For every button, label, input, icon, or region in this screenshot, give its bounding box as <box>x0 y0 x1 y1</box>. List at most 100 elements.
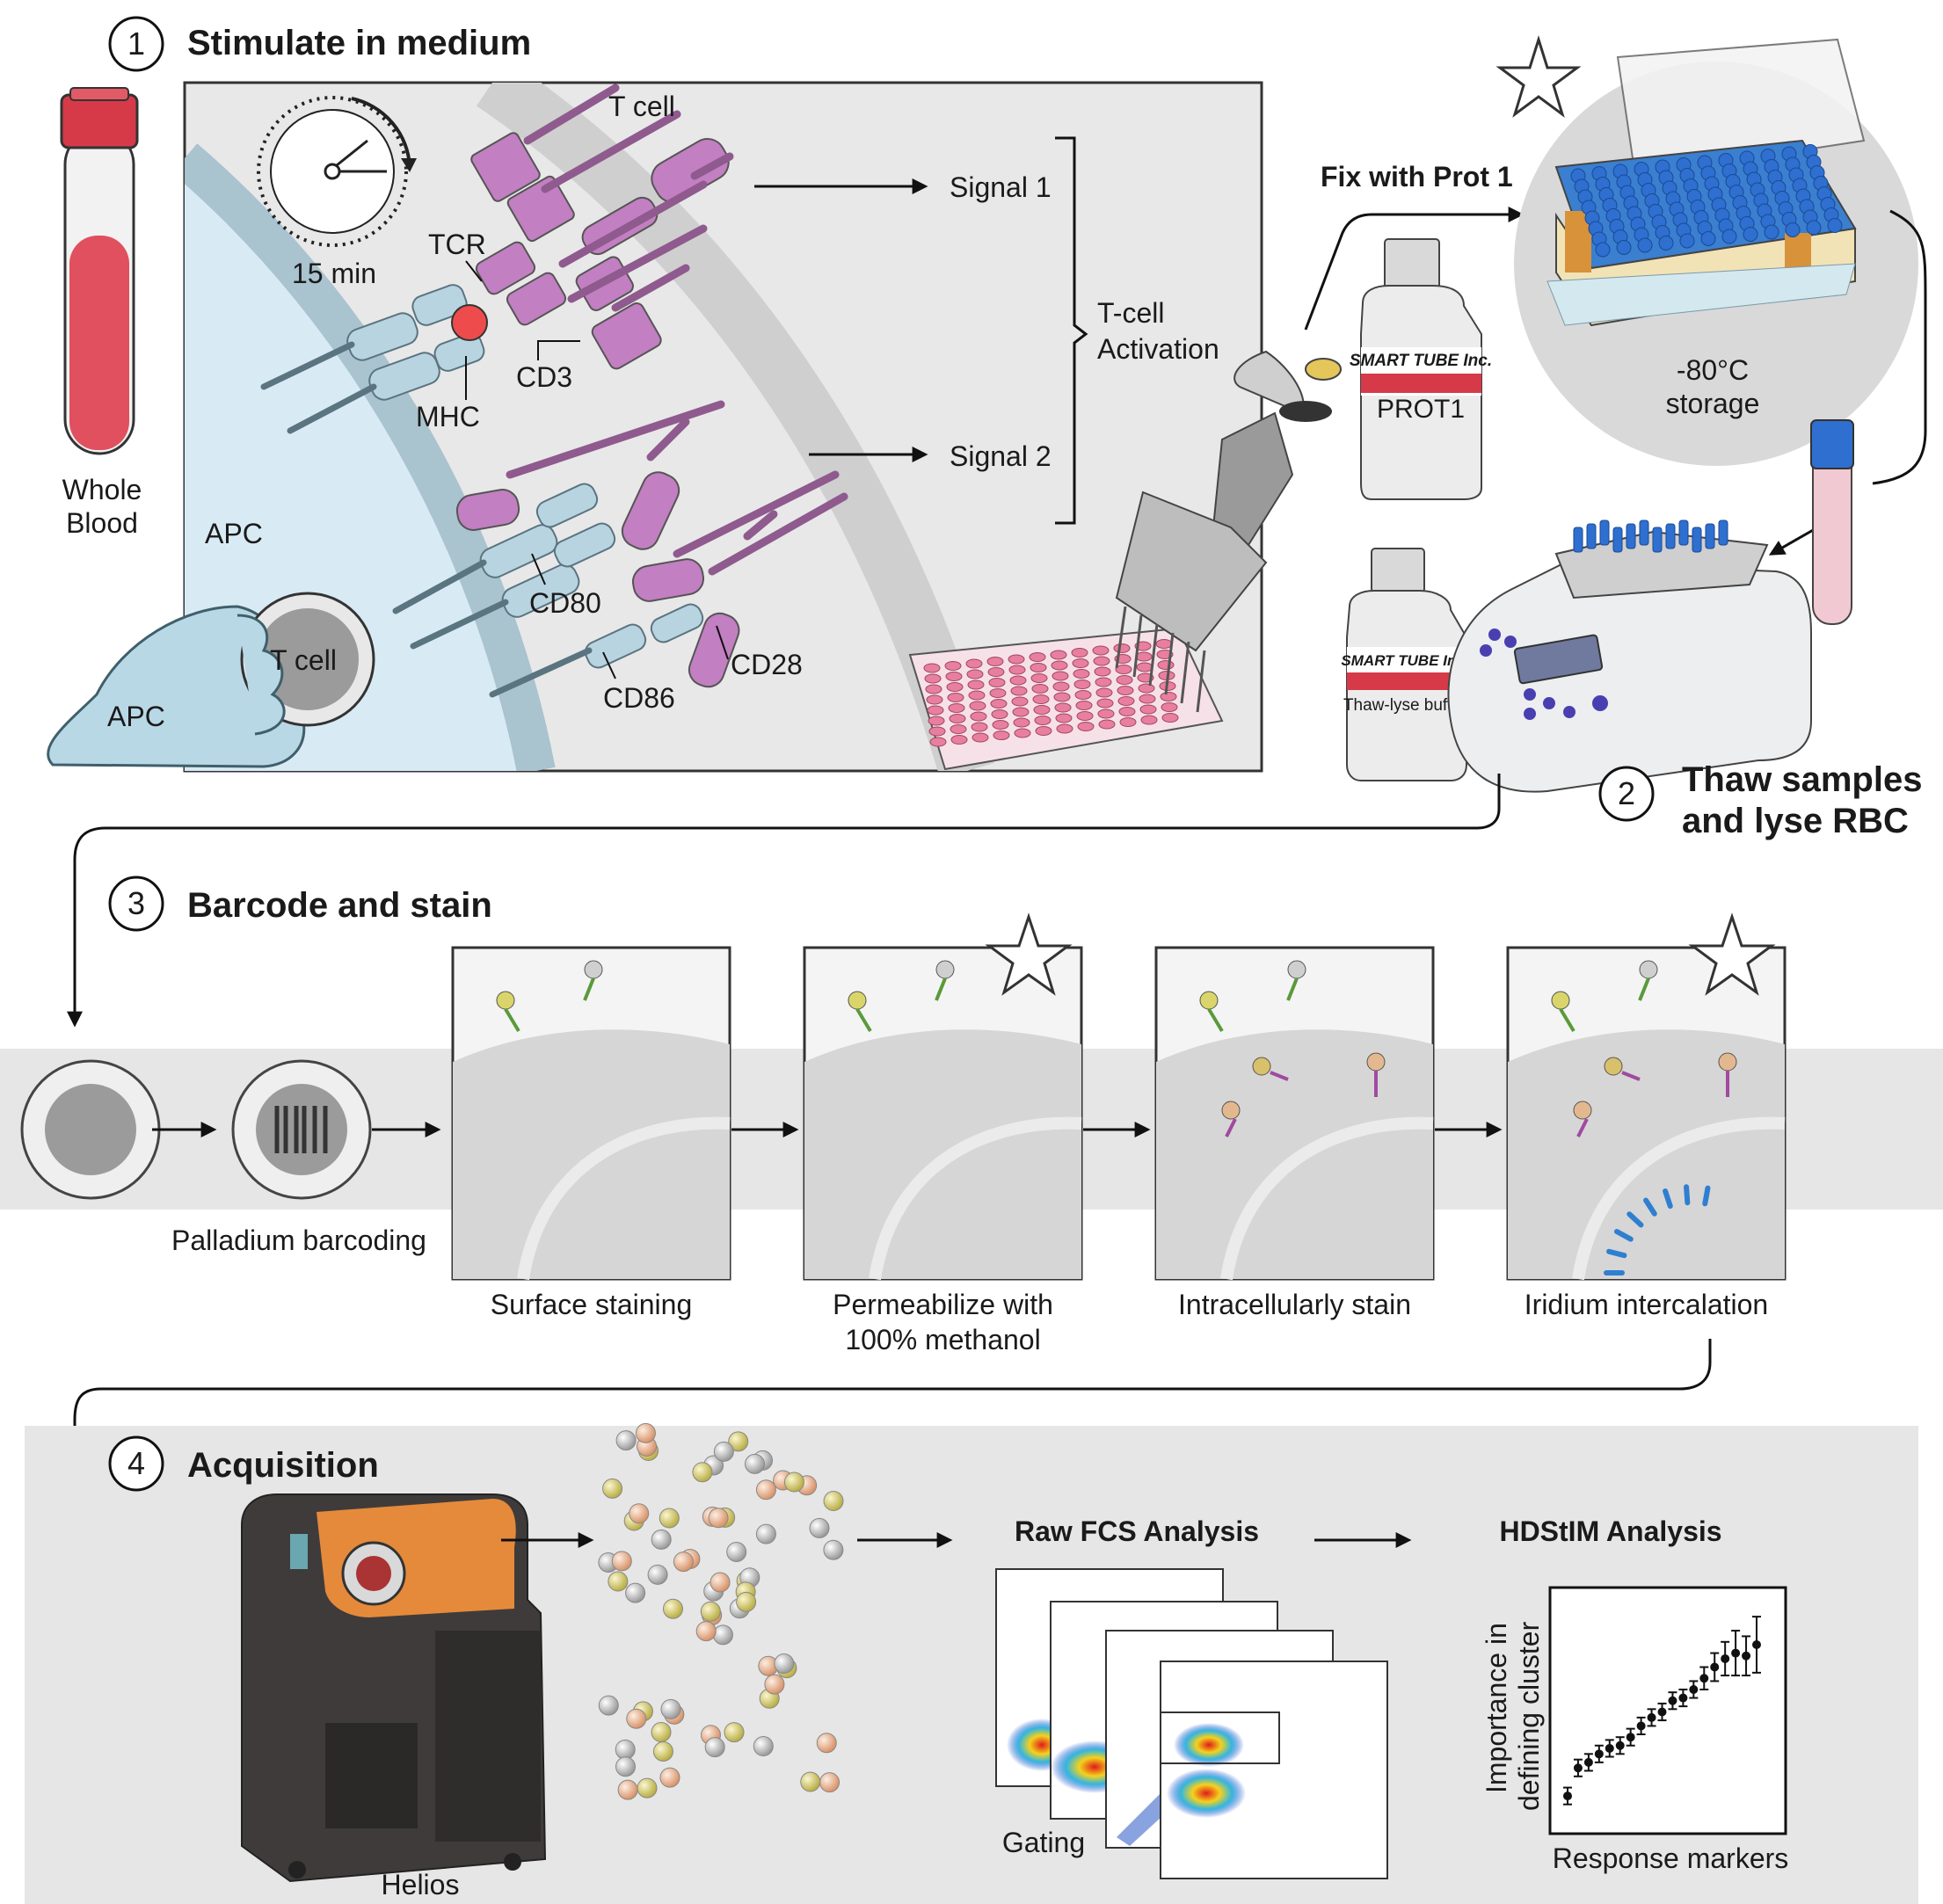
tcell-inset-label: T cell <box>270 644 337 676</box>
step2-title-1: Thaw samples <box>1682 760 1922 799</box>
ion-bead <box>753 1736 774 1757</box>
storage-label: storage <box>1666 388 1760 419</box>
thaw-brand: SMART TUBE Inc. <box>1341 652 1468 669</box>
hdstim-point <box>1721 1653 1730 1663</box>
step3-title: Barcode and stain <box>187 886 492 925</box>
thermomixer-device <box>1447 520 1812 793</box>
pipette-plate <box>908 627 1224 771</box>
cd86-label: CD86 <box>603 682 675 714</box>
ion-bead <box>712 1624 733 1646</box>
ion-bead <box>629 1503 650 1524</box>
clock-icon <box>257 96 417 247</box>
cryotube-icon <box>1810 419 1854 625</box>
prot1-bottle <box>1360 238 1482 500</box>
ion-bead <box>724 1722 745 1743</box>
hdstim-title: HDStIM Analysis <box>1499 1515 1721 1547</box>
ion-bead <box>637 1777 658 1799</box>
ion-bead <box>736 1591 757 1612</box>
hdstim-ylabel-1: Importance in <box>1481 1623 1512 1793</box>
apc-tcell-inset <box>47 592 375 768</box>
hdstim-point <box>1647 1712 1656 1722</box>
hdstim-xlabel: Response markers <box>1553 1842 1789 1874</box>
star-icon <box>985 912 1073 996</box>
step3-number-circle <box>108 876 164 932</box>
step1-header: 1 Stimulate in medium <box>108 16 531 72</box>
ion-bead <box>611 1551 632 1572</box>
ion-bead <box>598 1695 619 1716</box>
ion-bead <box>809 1517 830 1538</box>
antigen-dot <box>451 304 488 341</box>
to-step3-arrow <box>67 774 1501 1028</box>
hdstim-point <box>1563 1791 1572 1801</box>
ion-bead <box>659 1508 680 1529</box>
ion-bead <box>651 1529 672 1550</box>
storage-temp: -80°C <box>1677 354 1749 386</box>
fix-label: Fix with Prot 1 <box>1321 161 1513 193</box>
thaw-name: Thaw-lyse buffer <box>1343 696 1467 715</box>
ion-bead <box>728 1431 749 1452</box>
hdstim-point <box>1636 1721 1646 1731</box>
ion-bead <box>819 1772 841 1793</box>
ion-bead <box>774 1653 795 1675</box>
ion-bead <box>800 1771 821 1792</box>
step1-number: 1 <box>127 25 145 62</box>
whole-blood-label-1: Whole <box>62 474 142 505</box>
ion-bead <box>823 1491 844 1512</box>
step4-number: 4 <box>127 1445 145 1481</box>
storage-return-curve <box>1872 209 1927 485</box>
ion-bead <box>635 1422 656 1443</box>
stain-panel-label-3: Intracellularly stain <box>1178 1289 1411 1320</box>
hdstim-point <box>1615 1740 1625 1750</box>
palladium-label: Palladium barcoding <box>171 1225 426 1256</box>
apc-main-label: APC <box>205 518 263 549</box>
ion-bead <box>615 1756 637 1777</box>
storage-rack <box>1514 38 1918 466</box>
barcoded-cell <box>231 1059 372 1200</box>
hdstim-point <box>1657 1707 1667 1717</box>
ion-bead <box>652 1740 673 1762</box>
gating-plots <box>995 1568 1388 1879</box>
stain-panel-2 <box>803 946 1083 1281</box>
hdstim-point <box>1583 1757 1593 1767</box>
star-icon <box>1688 912 1776 996</box>
step1-number-circle <box>108 16 164 72</box>
thaw-bottle <box>1346 548 1467 781</box>
ion-bead <box>823 1539 844 1560</box>
hdstim-point <box>1752 1640 1761 1649</box>
raw-fcs-title: Raw FCS Analysis <box>1015 1515 1259 1547</box>
cd80-label: CD80 <box>529 587 601 619</box>
cd3-label: CD3 <box>516 361 572 393</box>
ion-bead <box>662 1598 683 1619</box>
hdstim-point <box>1605 1743 1614 1753</box>
hdstim-point <box>1626 1733 1635 1742</box>
time-label: 15 min <box>292 258 376 289</box>
prot1-name: PROT1 <box>1377 395 1465 424</box>
activation-bracket <box>1055 136 1088 525</box>
tcr-label: TCR <box>428 229 486 260</box>
ion-bead <box>695 1621 717 1642</box>
ion-beads-cloud <box>598 1422 844 1800</box>
unlabeled-cell <box>20 1059 161 1200</box>
ion-bead <box>626 1708 647 1729</box>
ion-bead <box>602 1478 623 1499</box>
stain-panel-1 <box>451 946 731 1281</box>
ion-bead <box>625 1582 646 1603</box>
ion-bead <box>726 1541 747 1562</box>
hdstim-plot-frame <box>1548 1586 1787 1835</box>
ion-bead <box>660 1698 681 1719</box>
ion-bead <box>710 1572 731 1593</box>
step3-number: 3 <box>127 885 145 921</box>
stain-panel-label-4: Iridium intercalation <box>1525 1289 1768 1320</box>
signal1-label: Signal 1 <box>950 171 1052 203</box>
ion-bead <box>744 1453 765 1474</box>
stain-panel-label-2-line2: 100% methanol <box>845 1324 1040 1355</box>
activation-label-1: T-cell <box>1097 297 1164 329</box>
ion-bead <box>617 1779 638 1800</box>
hdstim-point <box>1594 1749 1604 1759</box>
apc-inset-label: APC <box>107 701 165 732</box>
fix-arrow <box>1304 207 1525 331</box>
ion-bead <box>764 1674 785 1695</box>
pipette-icon <box>1115 350 1342 713</box>
ion-bead <box>700 1601 721 1622</box>
ion-bead <box>783 1472 804 1493</box>
